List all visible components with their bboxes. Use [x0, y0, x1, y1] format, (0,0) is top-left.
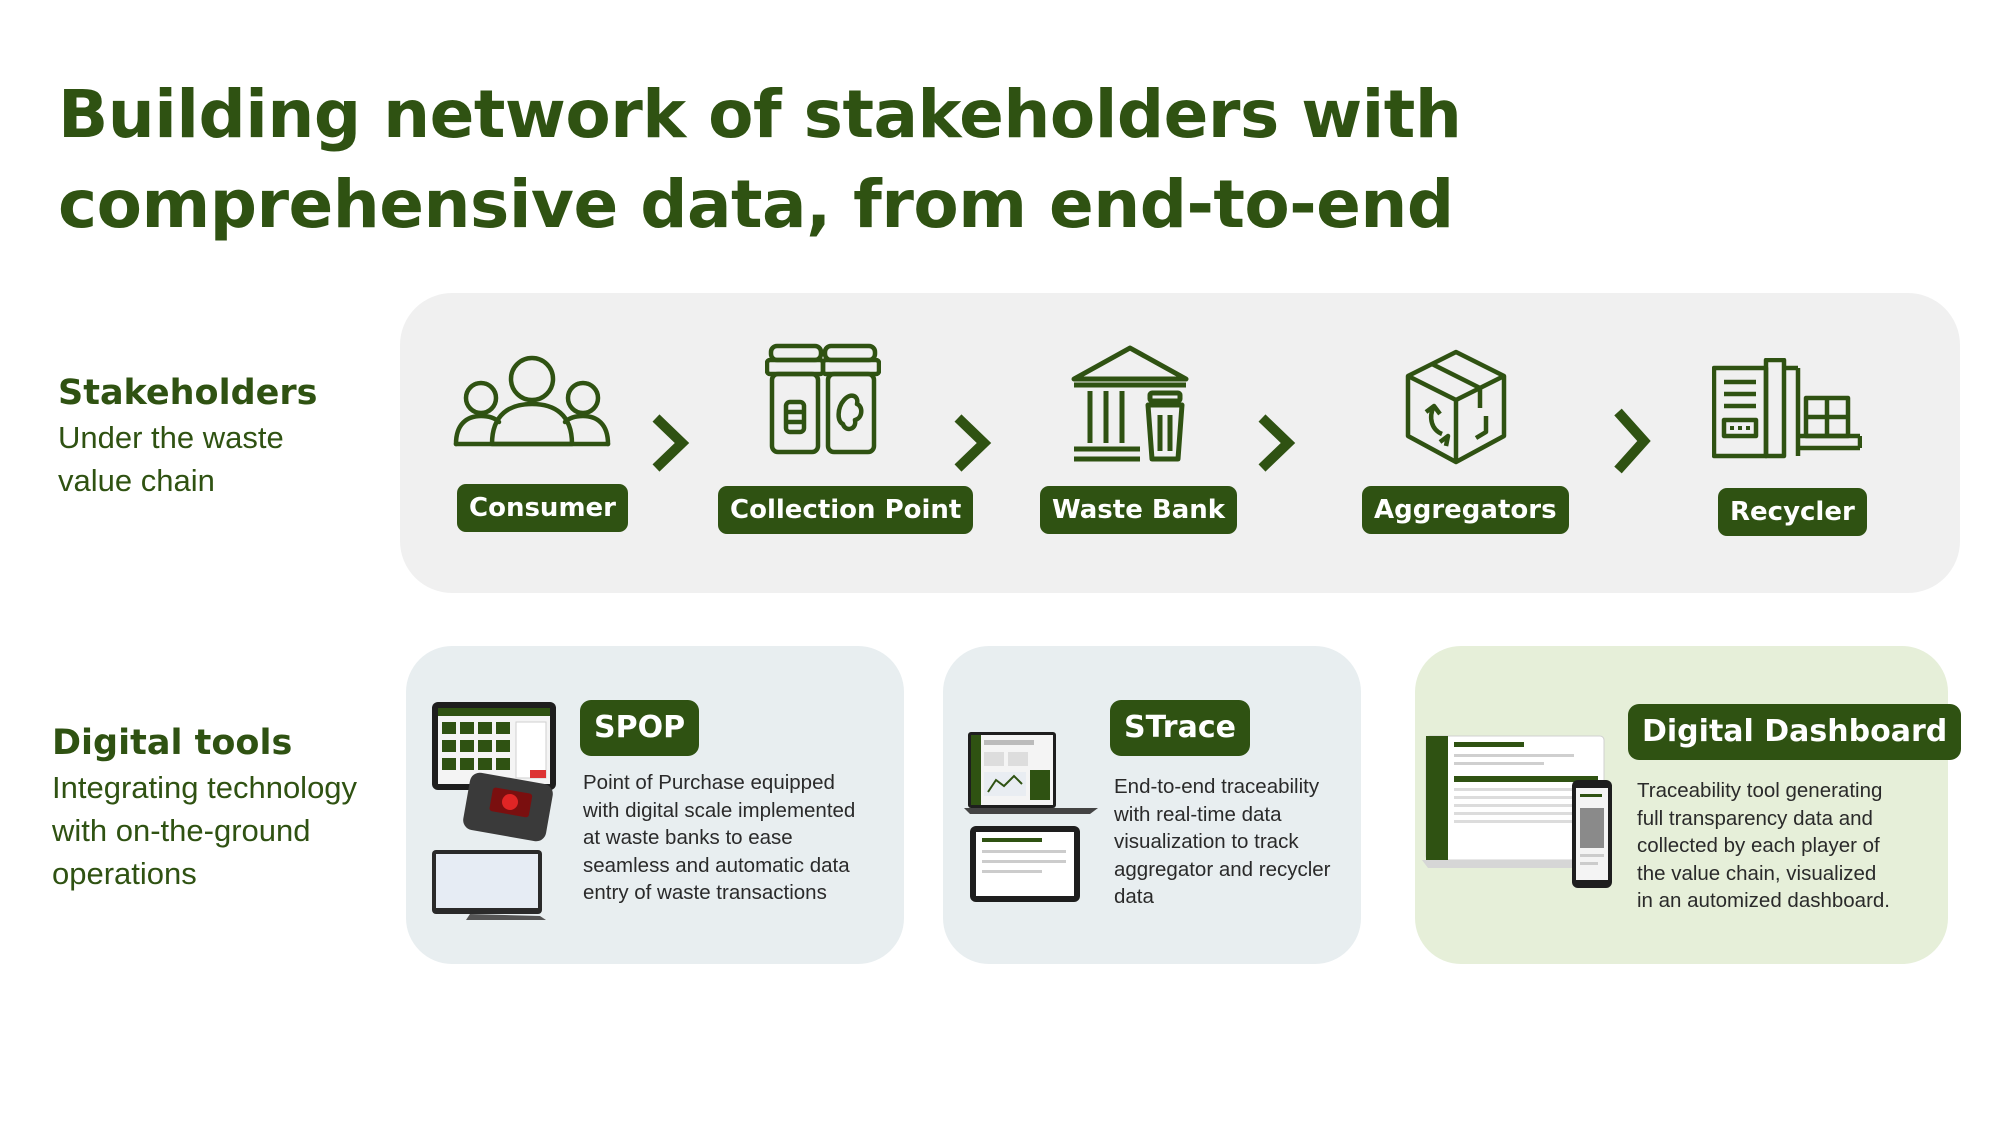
stakeholders-heading: Stakeholders: [58, 373, 318, 413]
stage-collection-point-label: Collection Point: [718, 486, 974, 534]
tool-desc-spop: Point of Purchase equipped with digital …: [583, 771, 856, 904]
chevron-right-icon: [952, 412, 992, 478]
chevron-right-icon: [1256, 412, 1296, 478]
digital-tools-heading: Digital tools: [52, 723, 293, 763]
factory-icon: [1712, 358, 1862, 459]
stage-waste-bank-label: Waste Bank: [1040, 486, 1238, 534]
strace-laptop-image: [964, 730, 1104, 914]
stakeholders-label: Stakeholders Under the waste value chain: [58, 370, 317, 502]
digital-tools-label: Digital tools Integrating technology wit…: [52, 720, 357, 895]
stakeholders-subheading-line2: value chain: [58, 463, 215, 498]
dashboard-screen-image: [1422, 732, 1622, 896]
stage-waste-bank: [1070, 343, 1190, 465]
stage-consumer-label: Consumer: [457, 484, 628, 532]
tool-name-digital-dashboard: Digital Dashboard: [1628, 704, 1962, 760]
people-group-icon: [453, 355, 611, 447]
tool-desc-digital-dashboard: Traceability tool generating full transp…: [1637, 779, 1891, 912]
tool-name-strace: STrace: [1110, 700, 1250, 756]
digital-tools-subheading-line3: operations: [52, 856, 197, 891]
recycle-bins-icon: [765, 343, 881, 455]
stage-collection-point: [765, 342, 881, 458]
tool-name-spop: SPOP: [580, 700, 700, 756]
bank-trash-icon: [1071, 345, 1189, 462]
page-title: Building network of stakeholders with co…: [58, 76, 1462, 243]
digital-tools-subheading-line1: Integrating technology: [52, 770, 358, 805]
stage-aggregators-label: Aggregators: [1362, 486, 1569, 534]
digital-tools-subheading-line2: with on-the-ground: [52, 813, 311, 848]
stage-recycler: [1712, 358, 1862, 460]
stage-consumer: [452, 352, 612, 448]
tool-desc-strace: End-to-end traceability with real-time d…: [1114, 775, 1331, 908]
chevron-right-icon: [1612, 406, 1652, 480]
stakeholders-subheading-line1: Under the waste: [58, 420, 284, 455]
recycling-box-icon: [1405, 349, 1507, 465]
stage-recycler-label: Recycler: [1718, 488, 1867, 536]
spop-tablet-image: [430, 700, 560, 934]
stage-aggregators: [1402, 348, 1510, 466]
chevron-right-icon: [650, 412, 690, 478]
